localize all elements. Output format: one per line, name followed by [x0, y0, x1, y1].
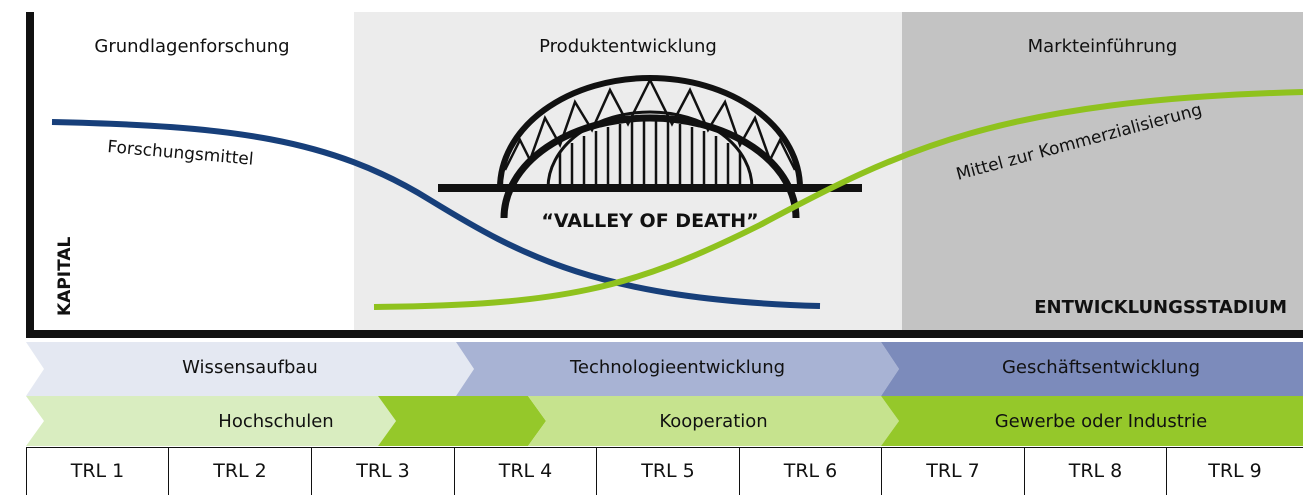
dev-label-knowledge: Wissensaufbau — [182, 357, 318, 378]
trl-cell-3: TRL 3 — [311, 447, 454, 495]
phase-label-basic-research: Grundlagenforschung — [94, 36, 290, 57]
trl-cell-8: TRL 8 — [1024, 447, 1166, 495]
trl-row — [26, 447, 1303, 495]
dev-label-business: Geschäftsentwicklung — [1001, 357, 1201, 378]
actor-label-cooperation: Kooperation — [659, 411, 768, 432]
valley-of-death-label: “VALLEY OF DEATH” — [541, 210, 758, 232]
bridge-icon — [438, 75, 862, 219]
actor-label-industry: Gewerbe oder Industrie — [994, 411, 1208, 432]
actor-label-universities: Hochschulen — [218, 411, 334, 432]
research-curve-label: Forschungsmittel — [107, 137, 255, 170]
y-axis-label: KAPITAL — [55, 236, 75, 316]
phase-label-product-development: Produktentwicklung — [539, 36, 717, 57]
x-axis-label: ENTWICKLUNGSSTADIUM — [1034, 297, 1287, 318]
actor-arrow-2 — [528, 396, 899, 446]
trl-cell-2: TRL 2 — [168, 447, 311, 495]
phase-bg-market — [902, 12, 1303, 330]
trl-cell-9: TRL 9 — [1166, 447, 1303, 495]
trl-cell-6: TRL 6 — [739, 447, 881, 495]
trl-cell-5: TRL 5 — [596, 447, 739, 495]
trl-cell-4: TRL 4 — [454, 447, 596, 495]
actor-arrow-3 — [881, 396, 1303, 446]
trl-cell-1: TRL 1 — [26, 447, 168, 495]
dev-arrow-2 — [456, 342, 899, 396]
dev-arrow-3 — [881, 342, 1303, 396]
trl-cell-7: TRL 7 — [881, 447, 1024, 495]
actor-arrow-1 — [26, 396, 396, 446]
commercial-funding-curve — [373, 89, 1303, 310]
phase-label-market-launch: Markteinführung — [1027, 36, 1178, 57]
research-funding-curve — [51, 119, 821, 309]
dev-label-technology: Technologieentwicklung — [569, 357, 786, 378]
actor-arrow-1b — [378, 396, 546, 446]
dev-arrow-1 — [26, 342, 474, 396]
